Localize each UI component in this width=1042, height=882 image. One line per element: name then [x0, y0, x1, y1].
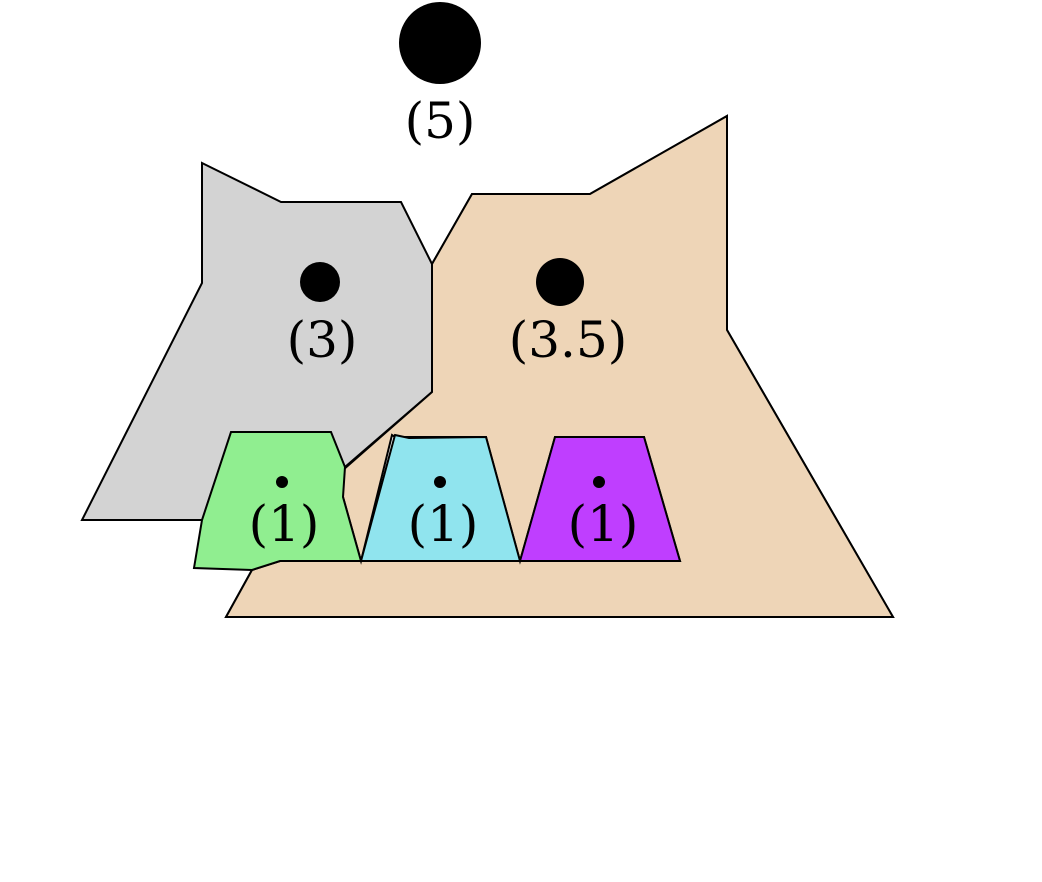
purple-region	[518, 436, 682, 562]
top-label: (5)	[405, 92, 476, 150]
tan-point	[536, 258, 584, 306]
tan-label: (3.5)	[509, 311, 628, 369]
green-point	[276, 476, 288, 488]
green-label: (1)	[249, 495, 320, 553]
gray-point	[300, 262, 340, 302]
gray-label: (3)	[287, 311, 358, 369]
cyan-region	[359, 433, 522, 562]
purple-point	[593, 476, 605, 488]
cyan-point	[434, 476, 446, 488]
green-region	[192, 431, 363, 572]
top-point	[399, 2, 481, 84]
cyan-label: (1)	[408, 495, 479, 553]
purple-label: (1)	[568, 495, 639, 553]
